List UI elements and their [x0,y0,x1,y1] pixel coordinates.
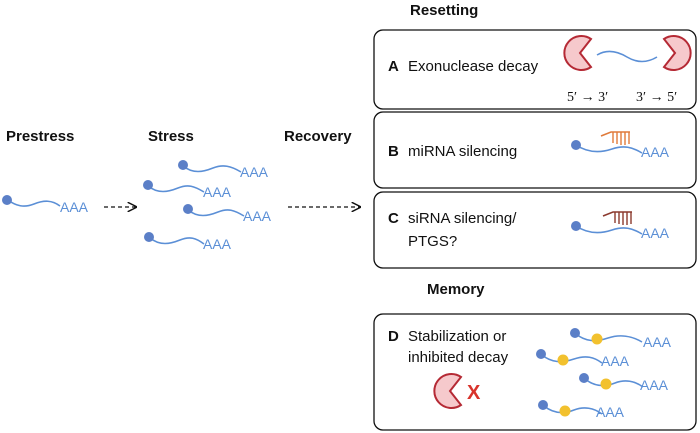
prestress-mrna: AAA [2,195,89,215]
poly-a-tail: AAA [641,144,670,160]
stabilized-mrna-4: AAA [538,400,625,420]
poly-a-tail: AAA [240,164,269,180]
panel-d-label-line1: Stabilization or [408,328,506,345]
panel-c-label-line2: PTGS? [408,233,457,250]
stabilized-mrna-3: AAA [579,373,669,393]
panel-a-letter: A [388,58,399,75]
rbp-icon [559,405,571,417]
exonuclease-3-to-5-icon [662,35,692,71]
inhibited-exonuclease-icon [433,373,463,409]
poly-a-tail: AAA [596,404,625,420]
direction-3-to-5: 3′ → 5′ [636,90,677,105]
sirna-bound-mrna: AAA [571,211,670,241]
exonuclease-5-to-3-icon [563,35,593,71]
panel-c-letter: C [388,210,399,227]
stress-header: Stress [148,128,194,145]
panel-b-letter: B [388,143,399,160]
stress-mrna-1: AAA [178,160,269,180]
stress-mrna-3: AAA [183,204,272,224]
panel-b-label: miRNA silencing [408,143,517,160]
rbp-icon [557,354,569,366]
poly-a-tail: AAA [641,225,670,241]
panel-d-letter: D [388,328,399,345]
sirna-icon [602,211,632,225]
prestress-header: Prestress [6,128,74,145]
poly-a-tail: AAA [60,199,89,215]
poly-a-tail: AAA [601,353,630,369]
resetting-header: Resetting [410,2,478,19]
stress-mrna-2: AAA [143,180,232,200]
poly-a-tail: AAA [640,377,669,393]
recovery-header: Recovery [284,128,352,145]
mirna-bound-mrna: AAA [571,131,670,160]
stress-mrna-4: AAA [144,232,232,252]
rbp-icon [600,378,612,390]
panel-a-label: Exonuclease decay [408,58,539,75]
panel-c-label-line1: siRNA silencing/ [408,210,517,227]
panel-a: A Exonuclease decay 5′ → 3′ 3′ → 5′ [373,29,697,110]
stabilized-mrna-2: AAA [536,349,630,369]
poly-a-tail: AAA [643,334,672,350]
mirna-icon [600,131,630,145]
direction-5-to-3: 5′ → 3′ [567,90,608,105]
poly-a-tail: AAA [203,236,232,252]
panel-d-label-line2: inhibited decay [408,349,509,366]
rbp-icon [591,333,603,345]
decaying-mrna-strand [596,50,658,63]
stabilized-mrna-1: AAA [570,328,672,350]
panel-d: D Stabilization or inhibited decay X AAA… [373,313,697,431]
poly-a-tail: AAA [243,208,272,224]
panel-c: C siRNA silencing/ PTGS? AAA [373,191,697,269]
poly-a-tail: AAA [203,184,232,200]
memory-header: Memory [427,281,485,298]
panel-b: B miRNA silencing AAA [373,111,697,189]
x-mark-icon: X [467,382,481,404]
